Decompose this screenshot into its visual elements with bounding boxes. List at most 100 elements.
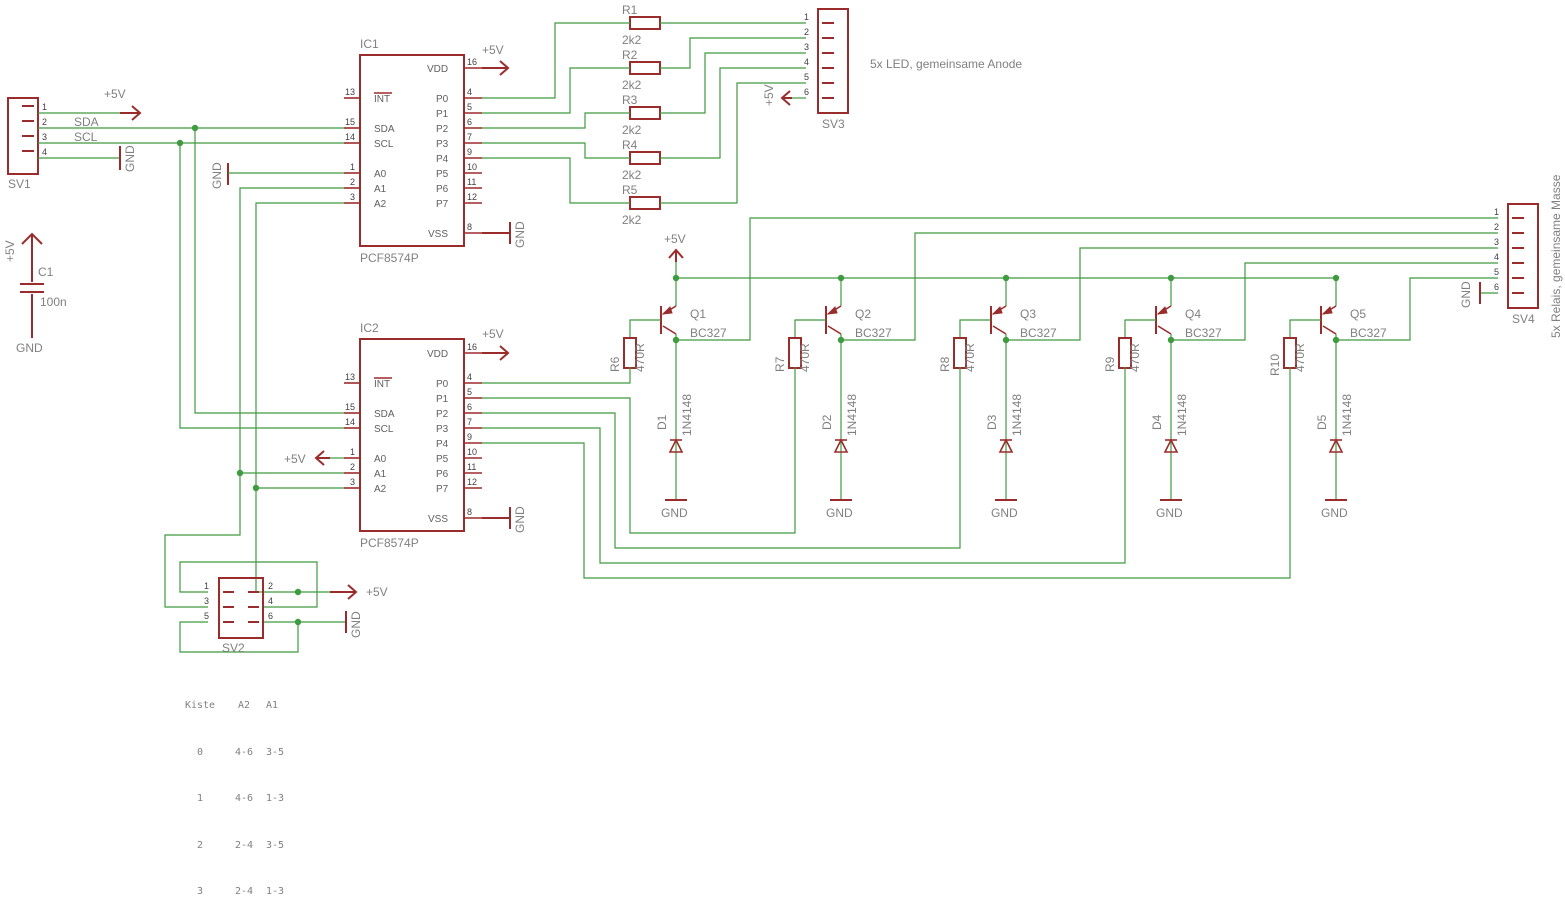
ic1-sda-label: SDA xyxy=(374,124,395,135)
ic2-pcf8574: IC2 PCF8574P 13 15 14 1 2 3 INT SDA SCL … xyxy=(344,321,527,550)
diode-name: D2 xyxy=(820,414,834,430)
emitter-arrow-icon xyxy=(991,306,1003,315)
ic2-p3-label: P3 xyxy=(436,424,449,435)
ic1-a0-label: A0 xyxy=(374,169,387,180)
sv2-vcc-label: +5V xyxy=(366,585,388,599)
sv2-pin-3: 3 xyxy=(204,596,209,606)
sv3-connector: 1 2 3 4 5 6 SV3 +5V 5x LED, gemeinsame A… xyxy=(762,8,1022,131)
transistor-type: BC327 xyxy=(1185,326,1222,340)
ic2-p1-label: P1 xyxy=(436,394,449,405)
kiste-col-a2: A2 xyxy=(237,700,251,711)
transistor-type: BC327 xyxy=(1350,326,1387,340)
ic1-gnd-label: GND xyxy=(513,221,527,248)
ic1-pin-12: 12 xyxy=(467,192,477,202)
ic2-pin-11: 11 xyxy=(467,462,476,472)
diode-icon xyxy=(833,438,849,453)
r5-name: R5 xyxy=(622,183,638,197)
ic2-pin-15: 15 xyxy=(345,402,355,412)
c1-capacitor: +5V C1 100n GND xyxy=(3,232,67,355)
ic1-pin-16: 16 xyxy=(467,57,477,67)
ic1-p4-label: P4 xyxy=(436,154,449,165)
resistor-name: R8 xyxy=(938,356,952,372)
diode-value: 1N4148 xyxy=(1175,394,1189,436)
diode-icon xyxy=(998,438,1014,453)
led-resistor-r3: R3 2k2 xyxy=(622,93,661,137)
ic1-pin-13: 13 xyxy=(345,87,355,97)
ic2-name: IC2 xyxy=(360,321,379,335)
kiste-cell: 4-6 xyxy=(234,746,254,758)
ic2-pin-14: 14 xyxy=(345,417,355,427)
r3-value: 2k2 xyxy=(622,123,642,137)
diode-value: 1N4148 xyxy=(1010,394,1024,436)
relais-note: 5x Relais, gemeinsame Masse xyxy=(1549,174,1563,338)
stage-gnd-label: GND xyxy=(1156,506,1183,520)
scl-net-label: SCL xyxy=(74,130,98,144)
supply-arrow-sv1: +5V xyxy=(104,87,142,121)
ic1-pin-9: 9 xyxy=(467,147,472,157)
ic1-a0-gnd-label: GND xyxy=(210,162,224,189)
sv2-pin-5: 5 xyxy=(204,611,209,621)
stage-gnd-label: GND xyxy=(826,506,853,520)
sv4-connector: 1 2 3 4 5 6 SV4 GND 5x Relais, gemeinsam… xyxy=(1459,174,1563,338)
sv1-connector: 1 2 3 4 SDA SCL SV1 xyxy=(7,97,344,191)
stage-gnd-label: GND xyxy=(661,506,688,520)
sv2-pin-1: 1 xyxy=(204,581,209,591)
stage-gnd-label: GND xyxy=(991,506,1018,520)
resistor-name: R6 xyxy=(608,356,622,372)
sv1-pin-4: 4 xyxy=(42,147,47,157)
ic2-pin-9: 9 xyxy=(467,432,472,442)
r2-value: 2k2 xyxy=(622,78,642,92)
ic2-p6-label: P6 xyxy=(436,469,449,480)
ic1-p3-label: P3 xyxy=(436,139,449,150)
sv4-label: SV4 xyxy=(1512,312,1535,326)
ic2-pin-5: 5 xyxy=(467,387,472,397)
ic2-vcc-label: +5V xyxy=(482,327,504,341)
ic1-vss-label: VSS xyxy=(428,229,448,240)
vcc-rail: +5V xyxy=(664,232,1335,279)
led-note: 5x LED, gemeinsame Anode xyxy=(870,57,1022,71)
sv3-label: SV3 xyxy=(822,117,845,131)
resistor-value: 470R xyxy=(633,343,647,372)
transistor-name: Q1 xyxy=(690,307,706,321)
ic2-p2-label: P2 xyxy=(436,409,449,420)
ic1-scl-label: SCL xyxy=(374,139,394,150)
resistor-name: R9 xyxy=(1103,356,1117,372)
kiste-cell: 0 xyxy=(196,746,204,758)
ic1-p6-label: P6 xyxy=(436,184,449,195)
kiste-col-a1: A1 xyxy=(266,700,279,711)
ic2-pin-3: 3 xyxy=(350,477,355,487)
kiste-cell: 4-6 xyxy=(234,793,254,804)
emitter-arrow-icon xyxy=(826,306,838,315)
sv4-pin-5: 5 xyxy=(1494,267,1499,277)
sv3-pin-1: 1 xyxy=(804,12,809,22)
ic2-p4-label: P4 xyxy=(436,439,449,450)
c1-vcc-label: +5V xyxy=(3,240,17,262)
ic2-scl-label: SCL xyxy=(374,424,394,435)
ic1-vcc-label: +5V xyxy=(482,43,504,57)
sv4-pin-1: 1 xyxy=(1494,207,1499,217)
schematic-canvas: 1 2 3 4 SDA SCL SV1 +5V GND +5V C1 100n … xyxy=(3,3,1563,655)
transistor-type: BC327 xyxy=(855,326,892,340)
kiste-cell: 3 xyxy=(196,886,204,897)
led-wires xyxy=(482,22,806,204)
ic1-p7-label: P7 xyxy=(436,199,449,210)
ic1-pin-5: 5 xyxy=(467,102,472,112)
sv3-pin-2: 2 xyxy=(804,27,809,37)
ic1-pin-11: 11 xyxy=(467,177,476,187)
sv3-pin-5: 5 xyxy=(804,72,809,82)
kiste-cell: 3-5 xyxy=(266,746,285,758)
transistor-name: Q2 xyxy=(855,307,871,321)
diode-icon xyxy=(1328,438,1344,453)
r4-name: R4 xyxy=(622,138,638,152)
ic2-p7-label: P7 xyxy=(436,484,449,495)
diode-name: D3 xyxy=(985,414,999,430)
diode-value: 1N4148 xyxy=(845,394,859,436)
ic1-name: IC1 xyxy=(360,37,379,51)
